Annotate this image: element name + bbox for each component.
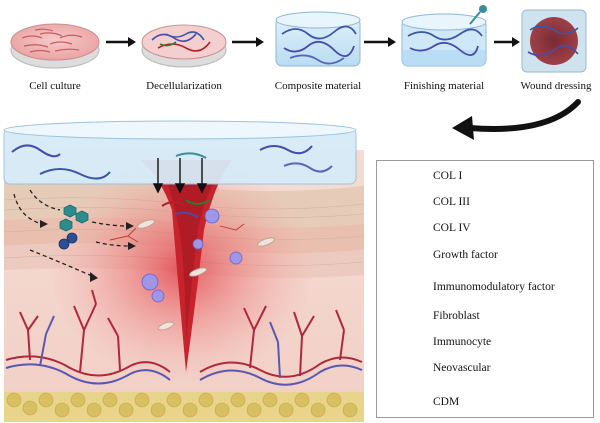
petri-dish-matrix-icon xyxy=(141,24,227,68)
legend-item-immunocyte: Immunocyte xyxy=(377,331,593,357)
composite-scaffold-icon xyxy=(275,11,361,67)
finishing-scaffold-icon xyxy=(401,5,487,67)
step-label-decellularization: Decellularization xyxy=(146,80,222,92)
legend: COL I COL III COL IV Growth factor Immun… xyxy=(376,160,594,418)
wound-dressing-icon xyxy=(521,9,587,73)
legend-item-immunomodulatory-factor: Immunomodulatory factor xyxy=(377,276,593,302)
legend-label: Immunocyte xyxy=(433,336,492,348)
legend-label: COL III xyxy=(433,196,470,208)
legend-label: CDM xyxy=(433,396,460,408)
legend-item-fibroblast: Fibroblast xyxy=(377,305,593,331)
legend-item-cdm: CDM xyxy=(377,391,593,417)
petri-dish-cells-icon xyxy=(10,23,100,69)
step-label-cell-culture: Cell culture xyxy=(29,80,81,92)
wound-cross-section xyxy=(3,120,365,422)
blood-vessels xyxy=(5,289,363,378)
legend-label: Growth factor xyxy=(433,249,498,261)
step-label-wound-dressing: Wound dressing xyxy=(520,80,592,92)
step-label-finishing-material: Finishing material xyxy=(403,80,485,92)
legend-item-col-iv: COL IV xyxy=(377,217,593,243)
legend-label: Immunomodulatory factor xyxy=(433,281,555,293)
legend-item-col-i: COL I xyxy=(377,165,593,191)
legend-item-growth-factor: Growth factor xyxy=(377,244,593,270)
legend-label: Fibroblast xyxy=(433,310,480,322)
legend-label: COL IV xyxy=(433,222,471,234)
legend-item-col-iii: COL III xyxy=(377,191,593,217)
legend-label: Neovascular xyxy=(433,362,491,374)
legend-item-neovascular: Neovascular xyxy=(377,357,593,383)
step-label-composite-material: Composite material xyxy=(274,80,362,92)
legend-label: COL I xyxy=(433,170,463,182)
